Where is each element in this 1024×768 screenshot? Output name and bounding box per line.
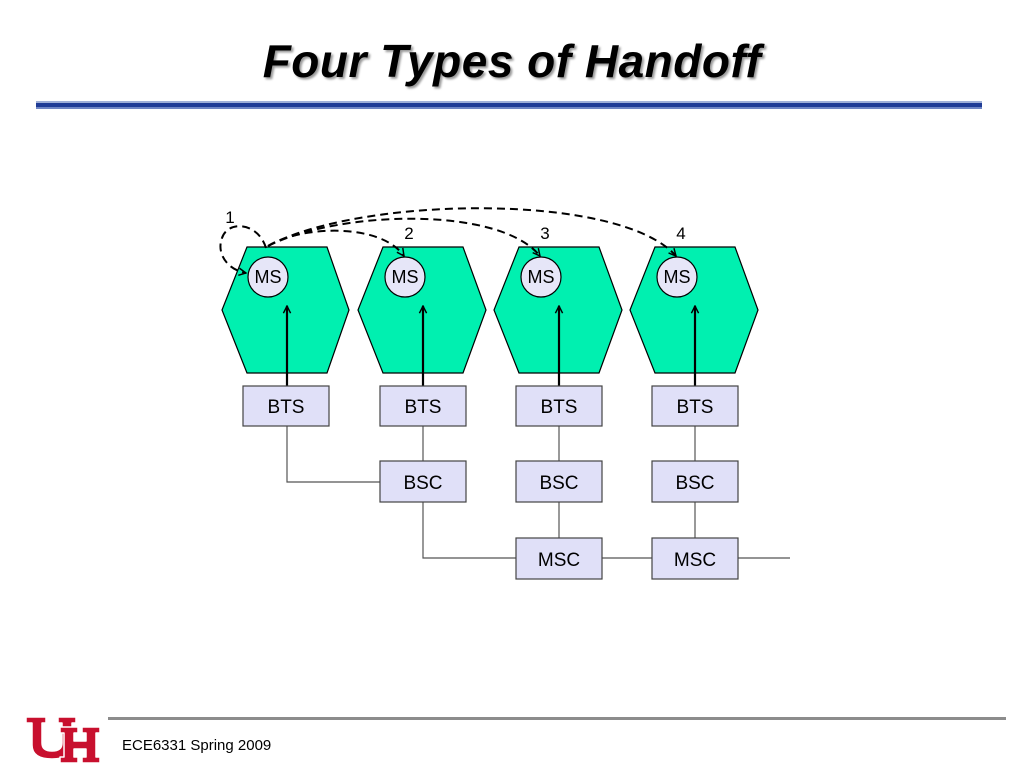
- bsc-label: BSC: [675, 473, 714, 494]
- bts-ms-links: [287, 306, 695, 386]
- msc-label: MSC: [674, 550, 716, 571]
- ms-circle: [384, 256, 426, 298]
- slide-title: Four Types of Handoff: [262, 35, 762, 87]
- bsc-2: BSC: [515, 460, 603, 503]
- bsc-box: [515, 460, 603, 503]
- msc-box: [651, 537, 739, 580]
- handoff-arcs: [219, 207, 676, 273]
- bsc-label: BSC: [403, 473, 442, 494]
- bts-label: BTS: [677, 397, 714, 418]
- footer-course-label: ECE6331 Spring 2009: [122, 737, 272, 754]
- bts-box: [651, 385, 739, 427]
- ms-4: MS: [656, 256, 698, 298]
- msc-1: MSC: [515, 537, 603, 580]
- ms-2: MS: [384, 256, 426, 298]
- ms-label: MS: [255, 267, 282, 287]
- bts-box: [379, 385, 467, 427]
- bts-label: BTS: [268, 397, 305, 418]
- handoff-label-1: 1: [225, 208, 234, 227]
- bts-3: BTS: [515, 385, 603, 427]
- bts-label: BTS: [541, 397, 578, 418]
- ms-label: MS: [664, 267, 691, 287]
- bts-4: BTS: [651, 385, 739, 427]
- cell-hexagon: [221, 246, 350, 374]
- bts-2: BTS: [379, 385, 467, 427]
- cell-1: [221, 246, 350, 374]
- msc-label: MSC: [538, 550, 580, 571]
- handoff-label-3: 3: [540, 224, 549, 243]
- bsc-box: [651, 460, 739, 503]
- handoff-label-2: 2: [404, 224, 413, 243]
- handoff-arc-1: [219, 225, 267, 273]
- university-logo: [25, 716, 101, 764]
- handoff-label-4: 4: [676, 224, 685, 243]
- msc-2: MSC: [651, 537, 739, 580]
- ms-label: MS: [528, 267, 555, 287]
- link-bts1-bsc1: [286, 426, 380, 483]
- ms-1: MS: [247, 256, 289, 298]
- ms-label: MS: [392, 267, 419, 287]
- link-bsc1-msc1: [422, 502, 516, 559]
- bts-label: BTS: [405, 397, 442, 418]
- bts-box: [242, 385, 330, 427]
- network-links: [286, 426, 790, 559]
- bsc-1: BSC: [379, 460, 467, 503]
- bsc-3: BSC: [651, 460, 739, 503]
- ms-circle: [247, 256, 289, 298]
- footer-divider: [108, 717, 1006, 720]
- msc-box: [515, 537, 603, 580]
- handoff-arc-4: [267, 207, 676, 256]
- ms-3: MS: [520, 256, 562, 298]
- bts-1: BTS: [242, 385, 330, 427]
- bsc-box: [379, 460, 467, 503]
- bts-box: [515, 385, 603, 427]
- bsc-label: BSC: [539, 473, 578, 494]
- title-underline: [36, 101, 982, 109]
